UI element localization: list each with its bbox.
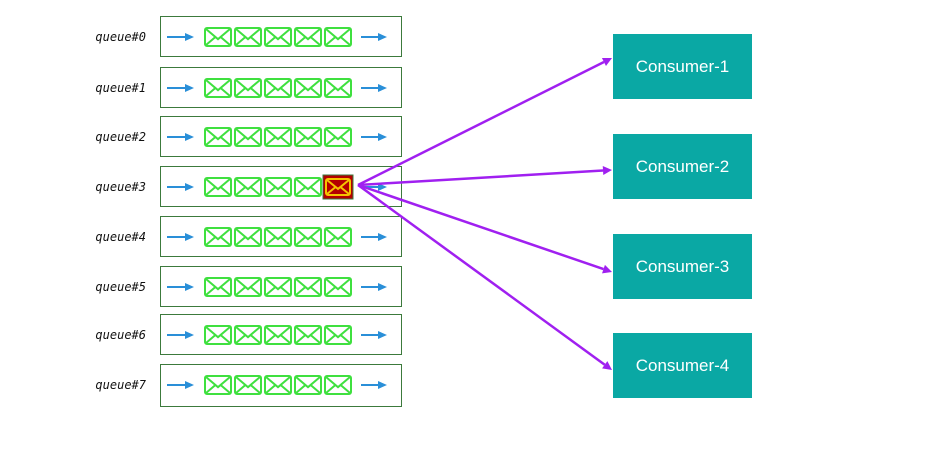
envelope-icon <box>204 227 232 247</box>
arrow-right-icon <box>378 283 387 291</box>
envelope-icon <box>294 325 322 345</box>
queue-box <box>160 116 402 157</box>
consumer-label: Consumer-3 <box>635 256 730 276</box>
arrowhead <box>602 166 612 176</box>
dispatch-arrow <box>357 169 604 187</box>
consumer-box: Consumer-3 <box>613 234 752 299</box>
queue-label: queue#2 <box>95 130 146 144</box>
envelope-icon <box>294 277 322 297</box>
queue-box <box>160 166 402 207</box>
envelope-icon <box>294 227 322 247</box>
envelope-icon <box>324 375 352 395</box>
envelope-icon <box>204 277 232 297</box>
envelope-icon <box>324 27 352 47</box>
envelope-icon <box>294 27 322 47</box>
queue-contents <box>167 127 387 147</box>
queue-box <box>160 314 402 355</box>
consumer-box: Consumer-1 <box>613 34 752 99</box>
arrow-right-icon <box>378 381 387 389</box>
envelope-icon <box>204 325 232 345</box>
arrow-right-icon <box>378 331 387 339</box>
envelope-icon <box>264 325 292 345</box>
envelope-icon <box>294 127 322 147</box>
queue-contents <box>167 227 387 247</box>
envelope-icon <box>234 375 262 395</box>
arrow-right-icon <box>185 183 194 191</box>
consumer-box: Consumer-2 <box>613 134 752 199</box>
arrow-right-icon <box>378 33 387 41</box>
queue-label: queue#3 <box>95 180 146 194</box>
arrow-right-icon <box>185 283 194 291</box>
envelope-icon <box>234 325 262 345</box>
queue-label: queue#5 <box>95 280 146 294</box>
queue-label: queue#6 <box>95 328 146 342</box>
envelope-icon <box>294 375 322 395</box>
arrowhead <box>602 361 612 370</box>
arrow-right-icon <box>378 84 387 92</box>
envelope-icon <box>264 227 292 247</box>
dispatch-arrow <box>357 183 606 366</box>
arrow-right-icon <box>185 331 194 339</box>
envelope-icon <box>325 178 351 196</box>
arrowhead <box>601 58 612 67</box>
consumer-box: Consumer-4 <box>613 333 752 398</box>
queue-contents <box>167 325 387 345</box>
queue-box <box>160 67 402 108</box>
queue-contents <box>167 277 387 297</box>
envelope-icon <box>324 277 352 297</box>
envelope-icon <box>234 27 262 47</box>
arrow-right-icon <box>185 233 194 241</box>
envelope-icon <box>234 177 262 197</box>
queue-contents <box>167 375 387 395</box>
envelope-icon <box>234 277 262 297</box>
arrow-right-icon <box>378 233 387 241</box>
envelope-icon <box>264 27 292 47</box>
queue-contents <box>167 174 387 200</box>
consumer-label: Consumer-4 <box>635 355 730 375</box>
queue-label: queue#7 <box>95 378 146 392</box>
queue-contents <box>167 78 387 98</box>
queue-box <box>160 364 402 407</box>
envelope-icon <box>264 277 292 297</box>
arrow-right-icon <box>378 183 387 191</box>
queue-label: queue#1 <box>95 81 146 95</box>
queue-label: queue#0 <box>95 30 146 44</box>
arrow-right-icon <box>185 133 194 141</box>
envelope-icon <box>234 127 262 147</box>
envelope-icon <box>204 78 232 98</box>
queue-box <box>160 216 402 257</box>
envelope-icon <box>234 227 262 247</box>
arrowhead <box>602 264 612 274</box>
envelope-icon <box>204 177 232 197</box>
queue-contents <box>167 27 387 47</box>
arrow-right-icon <box>185 84 194 92</box>
envelope-icon <box>324 127 352 147</box>
consumer-label: Consumer-1 <box>635 56 730 76</box>
queue-label: queue#4 <box>95 230 146 244</box>
envelope-icon <box>264 127 292 147</box>
envelope-icon <box>204 127 232 147</box>
consumer-label: Consumer-2 <box>635 156 730 176</box>
dispatch-arrow <box>357 183 604 271</box>
envelope-icon <box>264 78 292 98</box>
envelope-icon <box>264 177 292 197</box>
envelope-icon <box>324 78 352 98</box>
arrow-right-icon <box>185 381 194 389</box>
envelope-icon <box>204 375 232 395</box>
envelope-icon <box>234 78 262 98</box>
envelope-icon <box>294 177 322 197</box>
dispatch-arrow <box>357 60 605 187</box>
queue-box <box>160 16 402 57</box>
envelope-icon <box>324 227 352 247</box>
envelope-icon <box>324 325 352 345</box>
envelope-icon <box>264 375 292 395</box>
envelope-icon <box>204 27 232 47</box>
arrow-right-icon <box>185 33 194 41</box>
arrow-right-icon <box>378 133 387 141</box>
envelope-icon <box>294 78 322 98</box>
queue-box <box>160 266 402 307</box>
